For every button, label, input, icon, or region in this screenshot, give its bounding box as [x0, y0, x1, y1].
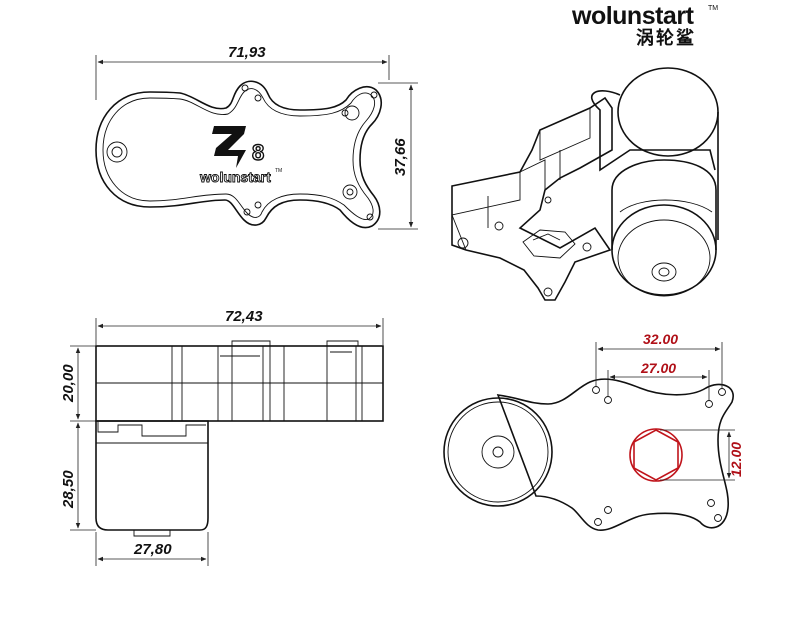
side-motor-collar	[97, 421, 206, 437]
plate-hole-tl-b	[254, 94, 262, 102]
plate-hole-tl-a	[241, 84, 249, 92]
bottom-motor-ring	[447, 401, 549, 503]
bottom-motor-center	[481, 435, 515, 469]
iso-plate-step-6	[519, 159, 546, 190]
bottom-hole-tr-a	[718, 388, 726, 396]
bottom-motor-outer	[443, 397, 553, 507]
iso-hole-2	[494, 221, 504, 231]
iso-motor-side	[611, 159, 717, 250]
iso-hole-5	[544, 196, 552, 204]
plate-hole-br-a	[366, 213, 374, 221]
side-bottom-width-label: 27,80	[133, 541, 172, 558]
plate-hole-bl-a	[243, 208, 251, 216]
bottom-hole-br-a	[714, 514, 722, 522]
iso-motor-rim	[619, 199, 713, 213]
bottom-hole-bl-b	[604, 506, 612, 514]
iso-plate-outline	[451, 96, 613, 301]
side-upper-notch-1	[231, 340, 271, 346]
iso-plate-step-2	[451, 214, 467, 251]
bottom-plate-outline	[496, 378, 734, 531]
bottom-hole-tr-b	[705, 400, 713, 408]
top-width-label: 71,93	[228, 44, 266, 61]
iso-shaft-outer	[651, 262, 677, 282]
bottom-hole-bl-a	[594, 518, 602, 526]
hex-dim-label: 12.00	[728, 442, 744, 477]
side-motor-shaft	[133, 530, 171, 537]
iso-hole-3	[543, 287, 553, 297]
iso-hex-pocket	[522, 229, 576, 259]
side-view: 72,43 20,00 28,50 27,80	[60, 308, 384, 566]
plate-hole-br-b	[342, 184, 358, 200]
plate-hole-bl-b	[254, 201, 262, 209]
bottom-hole-tl-b	[604, 396, 612, 404]
plate-hole-br-c	[346, 188, 354, 196]
plate-hole-tr-c	[344, 105, 360, 121]
plate-hole-left-inner	[111, 146, 123, 158]
plate-outline	[95, 80, 383, 229]
logo-number: 8	[252, 140, 264, 165]
z8-logo: 8 wolunstart TM	[199, 126, 282, 185]
iso-shaft-inner	[658, 267, 670, 277]
iso-hex-inner	[532, 233, 561, 241]
brand-name: wolunstart	[571, 2, 695, 30]
plate-hole-tr-b	[341, 109, 349, 117]
brand-trademark: TM	[708, 5, 718, 12]
bottom-hole-tl-a	[592, 386, 600, 394]
iso-gear-housing	[591, 90, 716, 172]
plate-hole-tr-a	[370, 91, 378, 99]
side-upper-notch-3	[220, 351, 352, 357]
z-bolt-icon	[212, 126, 246, 168]
hex-circle	[629, 428, 683, 482]
top-height-label: 37,66	[392, 138, 409, 176]
iso-motor-top	[617, 67, 719, 157]
bottom-hole-br-b	[707, 499, 715, 507]
logo-tm: TM	[275, 168, 282, 174]
bottom-motor-shaft	[492, 446, 504, 458]
logo-text: wolunstart	[199, 169, 271, 185]
side-upper-height-label: 20,00	[60, 364, 77, 403]
side-lower-height-label: 28,50	[60, 470, 77, 509]
iso-hole-4	[582, 242, 592, 252]
side-motor-block	[95, 420, 209, 531]
brand-chinese: 涡轮鲨	[636, 27, 696, 48]
brand-logo: wolunstart TM 涡轮鲨	[571, 2, 718, 48]
side-width-label: 72,43	[225, 308, 263, 325]
isometric-view	[451, 67, 719, 301]
iso-motor-face	[617, 219, 711, 297]
iso-plate-step-1	[451, 172, 521, 216]
top-view: 71,93 37,66 8 wolunstart TM	[95, 44, 418, 230]
span-outer-label: 32.00	[643, 331, 678, 347]
span-inner-label: 27.00	[640, 360, 676, 376]
iso-plate-step-4	[539, 108, 591, 161]
side-upper-block	[95, 345, 384, 422]
plate-hole-left-outer	[106, 141, 128, 163]
iso-hole-1	[457, 237, 469, 249]
side-upper-notch-2	[326, 340, 359, 346]
bottom-view: 32.00 27.00 12.00	[443, 331, 744, 531]
hex-shape	[633, 429, 679, 481]
